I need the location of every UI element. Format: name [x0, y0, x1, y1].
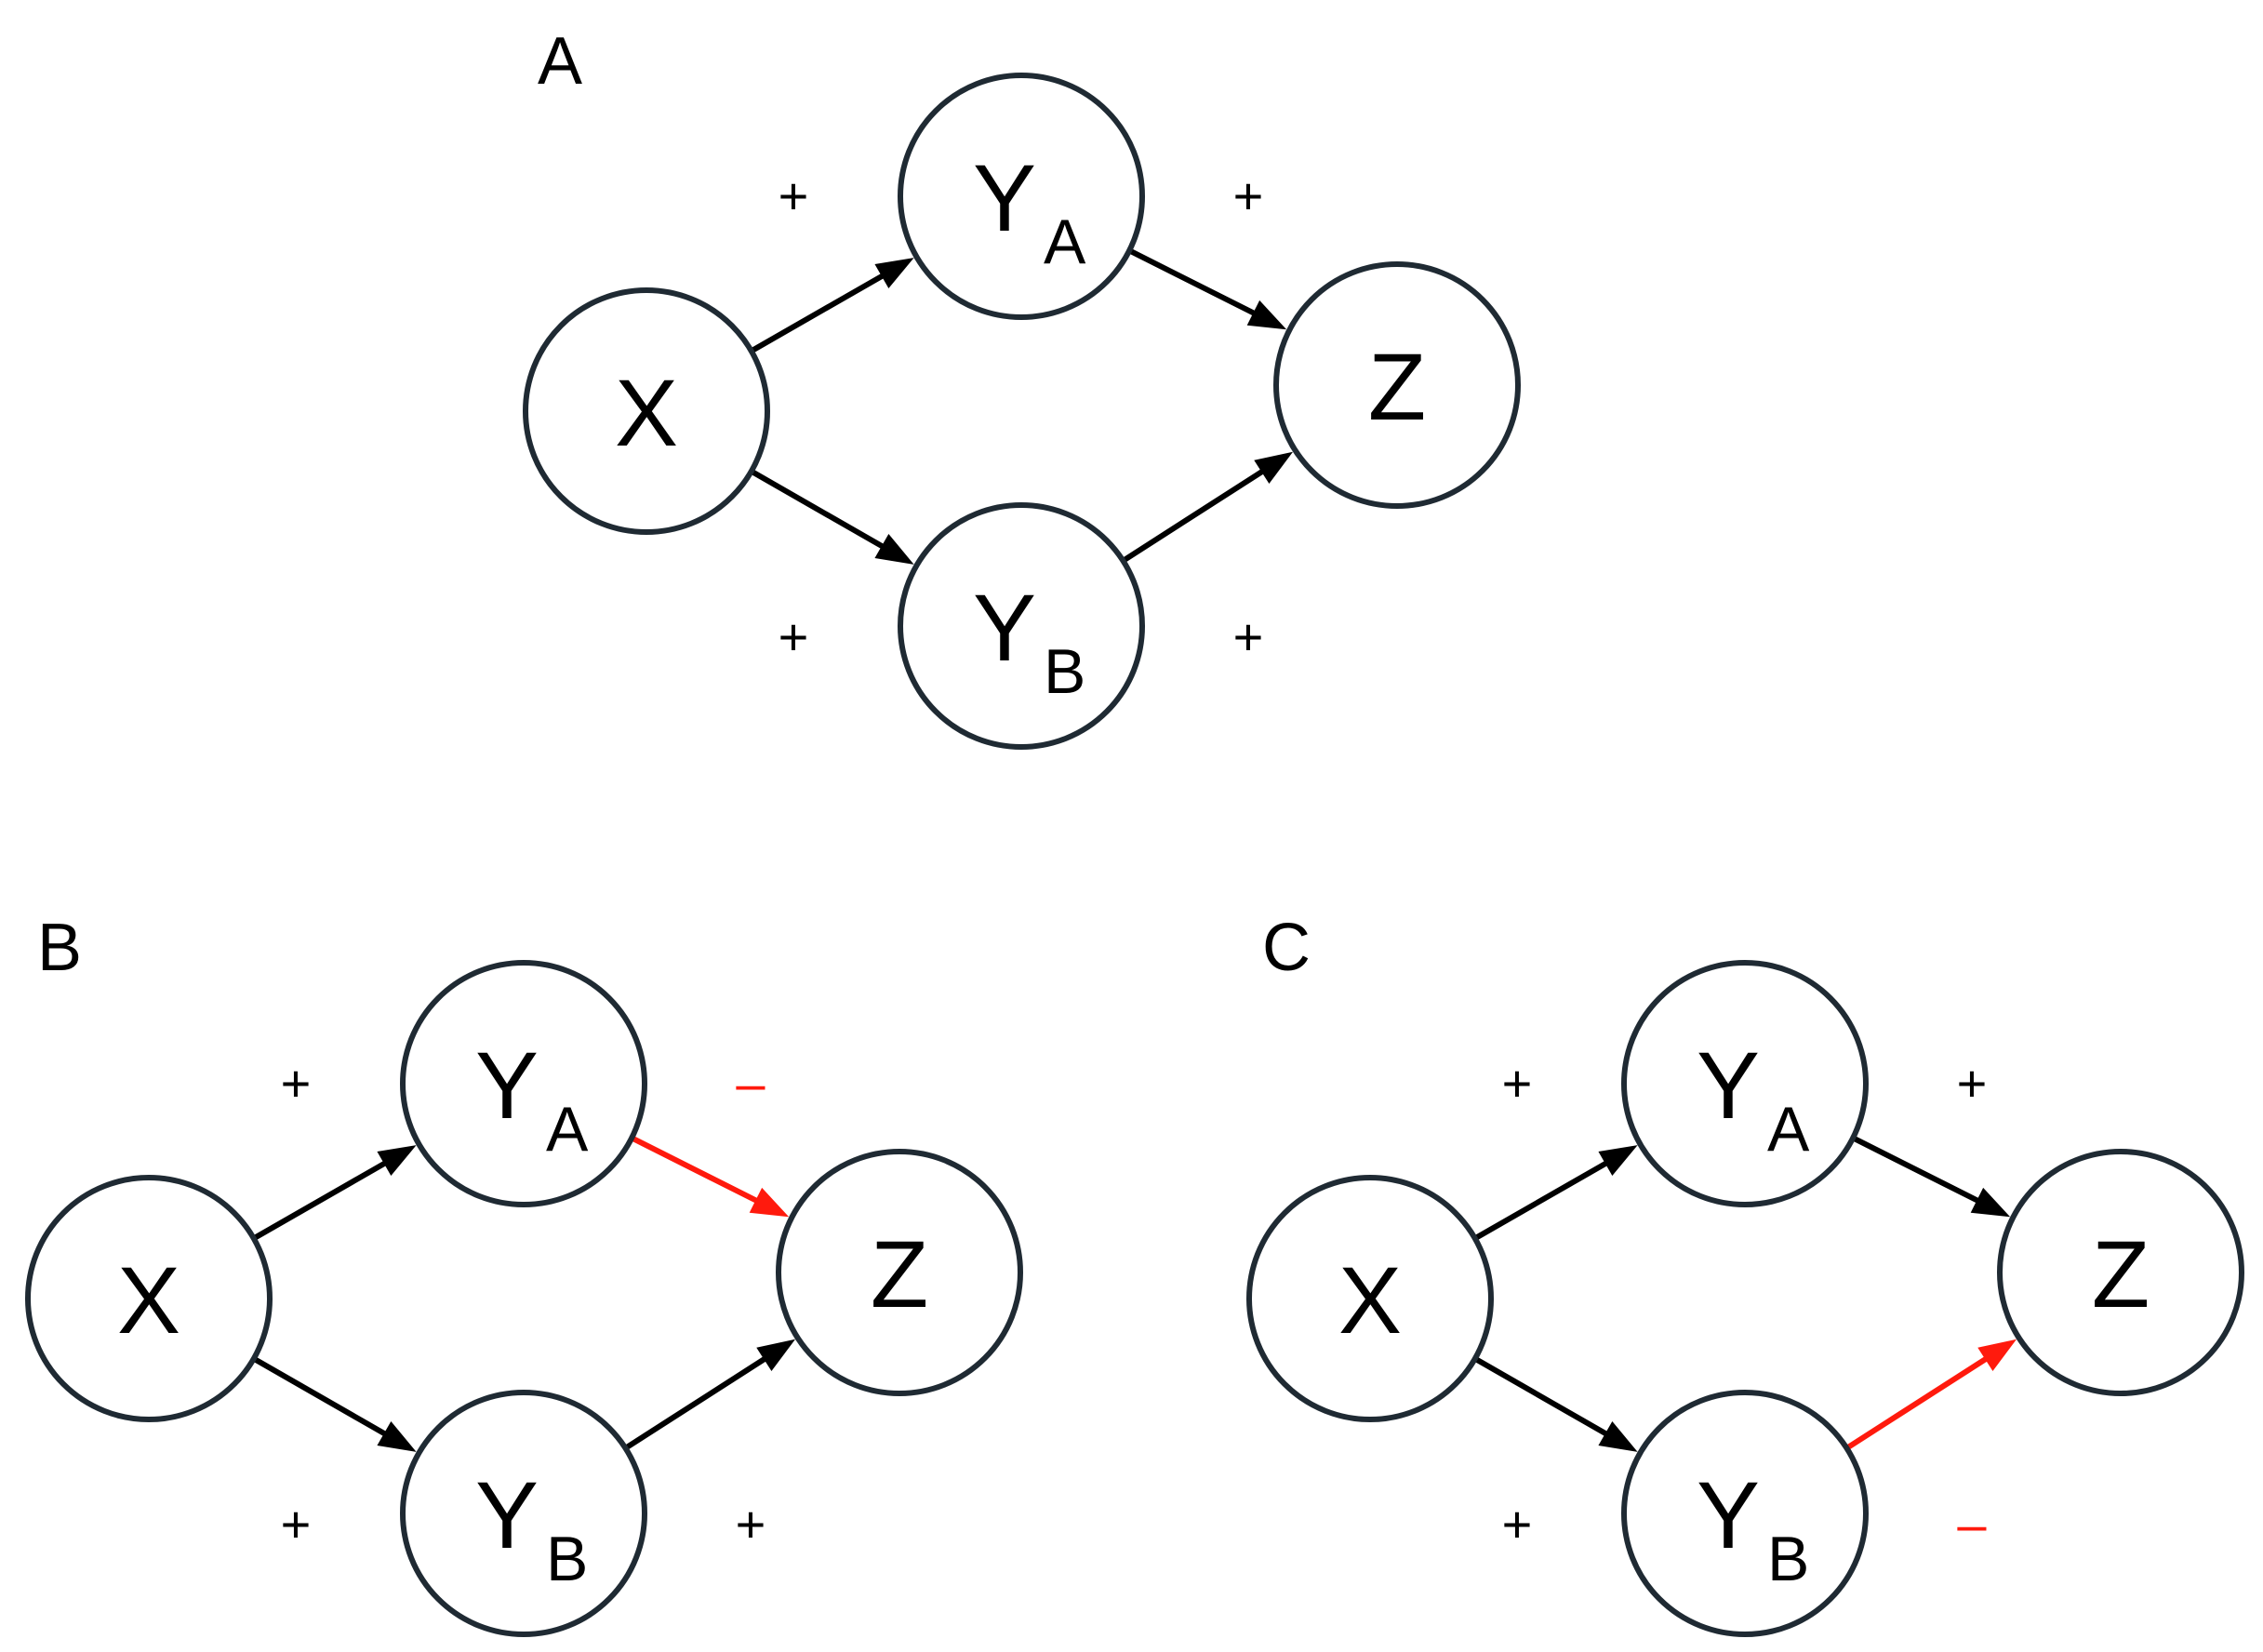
node-circle	[400, 1390, 647, 1637]
arrowhead-icon	[377, 1420, 417, 1452]
edge-sign-label: –	[1957, 1495, 1987, 1553]
arrowhead-icon	[1977, 1339, 2017, 1371]
node-circle	[25, 1175, 273, 1422]
panel-label: C	[1262, 911, 1311, 985]
edge-x-to-ya: +	[252, 1054, 417, 1241]
node-subscript: A	[546, 1094, 589, 1165]
edge-x-to-ya: +	[750, 167, 914, 353]
node-subscript: B	[1044, 636, 1085, 707]
node-label: X	[615, 360, 678, 466]
edge-sign-label: +	[1957, 1054, 1988, 1112]
node-subscript: A	[1767, 1094, 1810, 1165]
node-label: Y	[475, 1462, 539, 1568]
edge-ya-to-z: +	[1127, 167, 1287, 330]
node-z: Z	[1997, 1149, 2244, 1396]
edge-sign-label: +	[281, 1054, 312, 1112]
node-subscript: B	[546, 1524, 588, 1594]
node-label: X	[1338, 1247, 1402, 1353]
edge-sign-label: +	[1233, 167, 1264, 225]
node-circle	[1997, 1149, 2244, 1396]
node-circle	[523, 287, 770, 535]
edge-x-to-yb: +	[1473, 1356, 1638, 1553]
node-label: X	[117, 1247, 180, 1353]
arrowhead-icon	[1970, 1187, 2011, 1218]
node-x: X	[523, 287, 770, 535]
arrowhead-icon	[874, 258, 914, 289]
node-circle	[898, 73, 1145, 320]
node-label: Y	[1697, 1032, 1760, 1139]
edge-line	[630, 1135, 761, 1205]
node-label: Y	[973, 575, 1036, 681]
edge-sign-label: –	[736, 1054, 765, 1112]
panel-label: B	[37, 911, 82, 985]
node-circle	[1246, 1175, 1494, 1422]
node-circle	[1621, 1390, 1869, 1637]
node-x: X	[1246, 1175, 1494, 1422]
edge-line	[1473, 1356, 1610, 1438]
edge-sign-label: +	[281, 1495, 312, 1553]
arrowhead-icon	[1254, 451, 1294, 484]
node-z: Z	[776, 1149, 1023, 1396]
arrowhead-icon	[756, 1339, 796, 1371]
edge-x-to-ya: +	[1473, 1054, 1638, 1241]
edge-line	[1844, 1354, 1990, 1451]
arrowhead-icon	[874, 533, 914, 565]
edge-line	[252, 1356, 389, 1438]
node-label: Z	[871, 1221, 928, 1327]
edge-x-to-yb: +	[252, 1356, 417, 1553]
edge-sign-label: +	[779, 167, 809, 225]
edge-sign-label: +	[1502, 1054, 1533, 1112]
edge-line	[1851, 1135, 1982, 1205]
edge-line	[1121, 467, 1267, 564]
panel-label: A	[538, 24, 582, 99]
arrowhead-icon	[1246, 300, 1287, 330]
node-label: Y	[1697, 1462, 1760, 1568]
arrowhead-icon	[377, 1145, 417, 1177]
edge-sign-label: +	[736, 1495, 766, 1553]
node-circle	[400, 960, 647, 1207]
edge-sign-label: +	[779, 607, 809, 666]
edge-line	[750, 272, 886, 353]
arrowhead-icon	[749, 1187, 790, 1218]
node-z: Z	[1273, 261, 1521, 509]
node-circle	[776, 1149, 1023, 1396]
edge-line	[1473, 1159, 1610, 1241]
edge-line	[750, 469, 886, 551]
edge-line	[1127, 247, 1258, 317]
edge-line	[252, 1159, 389, 1241]
edge-sign-label: +	[1233, 607, 1264, 666]
node-circle	[1273, 261, 1521, 509]
node-subscript: B	[1767, 1524, 1809, 1594]
edge-ya-to-z: –	[630, 1054, 790, 1218]
edge-yb-to-z: –	[1844, 1339, 2017, 1553]
edge-ya-to-z: +	[1851, 1054, 2011, 1218]
edge-yb-to-z: +	[623, 1339, 796, 1553]
node-subscript: A	[1044, 206, 1086, 277]
node-label: Z	[1368, 334, 1426, 440]
edge-sign-label: +	[1502, 1495, 1533, 1553]
node-x: X	[25, 1175, 273, 1422]
node-circle	[898, 502, 1145, 750]
edge-x-to-yb: +	[750, 469, 914, 666]
node-label: Y	[973, 145, 1036, 251]
node-circle	[1621, 960, 1869, 1207]
edge-line	[623, 1354, 769, 1451]
node-label: Y	[475, 1032, 539, 1139]
edge-yb-to-z: +	[1121, 451, 1294, 666]
node-label: Z	[2092, 1221, 2150, 1327]
arrowhead-icon	[1598, 1420, 1638, 1452]
arrowhead-icon	[1598, 1145, 1638, 1177]
